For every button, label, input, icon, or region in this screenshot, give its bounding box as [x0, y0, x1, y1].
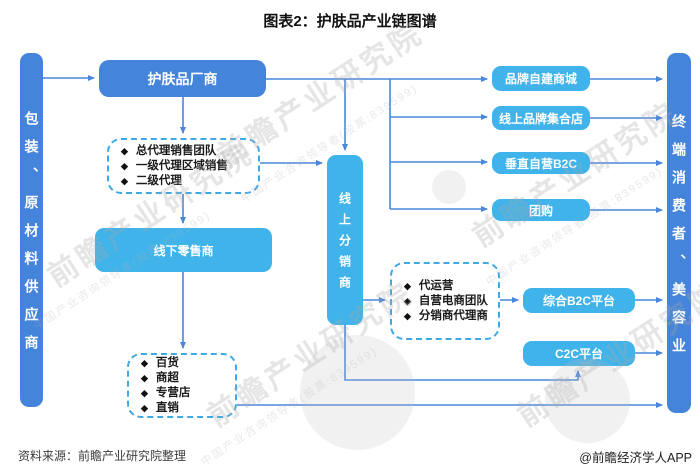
list-item: ◆ 直销 [129, 401, 235, 416]
list-item: ◆ 一级代理区域销售 [109, 159, 258, 174]
list-item-label: 自营电商团队 [418, 294, 488, 307]
agents-list-box: ◆ 总代理销售团队 ◆ 一级代理区域销售 ◆ 二级代理 [107, 138, 260, 194]
list-item-label: 专营店 [155, 386, 191, 399]
node-offline-retailer: 线下零售商 [95, 228, 272, 272]
offline-channels-list-box: ◆ 百货 ◆ 商超 ◆ 专营店 ◆ 直销 [127, 353, 237, 418]
node-vertical-b2c: 垂直自营B2C [492, 152, 590, 174]
node-manufacturer: 护肤品厂商 [99, 60, 266, 97]
list-item-label: 二级代理 [135, 174, 182, 187]
diamond-bullet-icon: ◆ [121, 160, 128, 171]
node-comprehensive-b2c: 综合B2C平台 [523, 288, 635, 313]
list-item-label: 代运营 [418, 279, 454, 292]
diamond-bullet-icon: ◆ [141, 402, 148, 413]
diamond-bullet-icon: ◆ [121, 175, 128, 186]
supplier-bar: 包装、原材料供应商 [20, 53, 43, 407]
list-item: ◆ 分销商代理商 [392, 309, 498, 324]
list-item: ◆ 商超 [129, 371, 235, 386]
consumer-bar: 终端消费者、美容业 [667, 53, 691, 413]
list-item: ◆ 代运营 [392, 279, 498, 294]
credit-note: @前瞻经济学人APP [579, 451, 692, 465]
page-title: 图表2：护肤品产业链图谱 [263, 13, 437, 30]
list-item: ◆ 专营店 [129, 386, 235, 401]
node-online-brand-store: 线上品牌集合店 [492, 106, 590, 130]
diamond-bullet-icon: ◆ [141, 372, 148, 383]
list-item: ◆ 总代理销售团队 [109, 144, 258, 159]
arrow-distributor-to-c2c [344, 325, 581, 381]
diamond-bullet-icon: ◆ [404, 280, 411, 291]
list-item: ◆ 自营电商团队 [392, 294, 498, 309]
diamond-bullet-icon: ◆ [404, 310, 411, 321]
node-c2c: C2C平台 [523, 341, 635, 366]
list-item-label: 分销商代理商 [418, 309, 488, 322]
list-item-label: 直销 [155, 401, 179, 414]
diamond-bullet-icon: ◆ [404, 295, 411, 306]
list-item: ◆ 二级代理 [109, 174, 258, 189]
node-group-buying: 团购 [492, 199, 590, 221]
list-item-label: 商超 [155, 371, 179, 384]
node-online-distributor: 线上分销商 [327, 155, 363, 325]
source-note: 资料来源：前瞻产业研究院整理 [18, 449, 187, 463]
list-item-label: 总代理销售团队 [135, 144, 217, 157]
node-brand-mall: 品牌自建商城 [492, 66, 590, 91]
list-item-label: 百货 [155, 356, 179, 369]
diamond-bullet-icon: ◆ [121, 145, 128, 156]
diamond-bullet-icon: ◆ [141, 387, 148, 398]
list-item: ◆ 百货 [129, 356, 235, 371]
list-item-label: 一级代理区域销售 [135, 159, 228, 172]
online-teams-list-box: ◆ 代运营 ◆ 自营电商团队 ◆ 分销商代理商 [390, 262, 500, 340]
diamond-bullet-icon: ◆ [141, 357, 148, 368]
